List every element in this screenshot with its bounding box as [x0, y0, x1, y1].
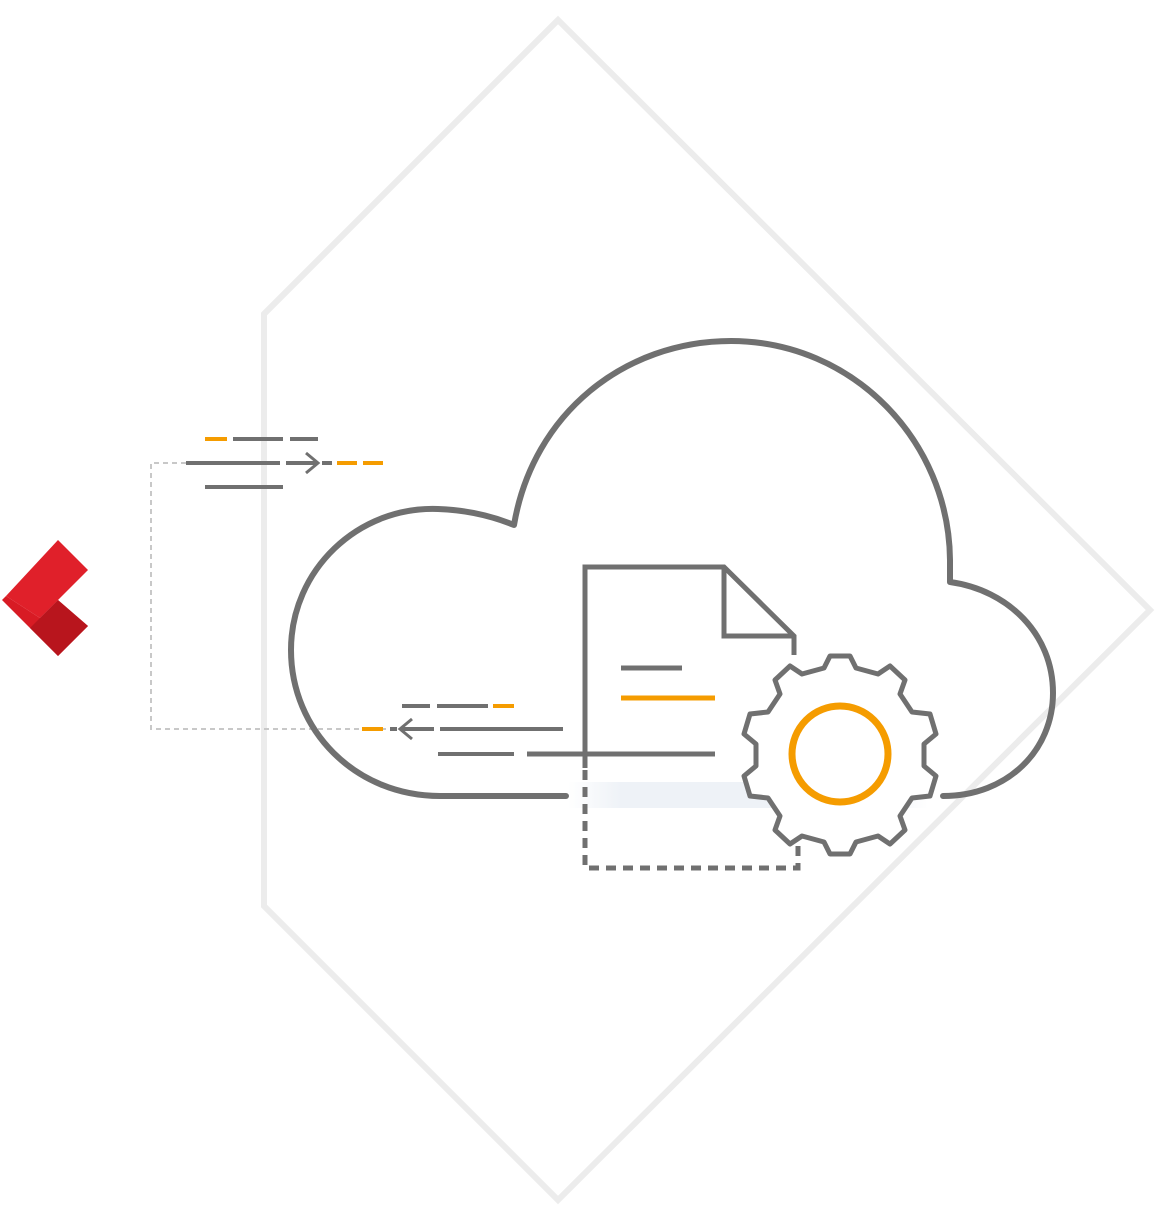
- inbound-flow: [362, 704, 563, 756]
- brand-logo-icon: [2, 540, 88, 656]
- document-icon: [527, 564, 797, 768]
- background-diamond-left-edge: [261, 17, 561, 317]
- arrow-right-icon: [305, 451, 321, 475]
- arrow-left-icon: [397, 717, 413, 741]
- document-dashed-bottom: [582, 770, 801, 871]
- dashed-connector: [150, 462, 390, 730]
- outbound-flow: [186, 437, 383, 489]
- gear-icon: [741, 653, 939, 857]
- cloud-icon: [288, 338, 1056, 799]
